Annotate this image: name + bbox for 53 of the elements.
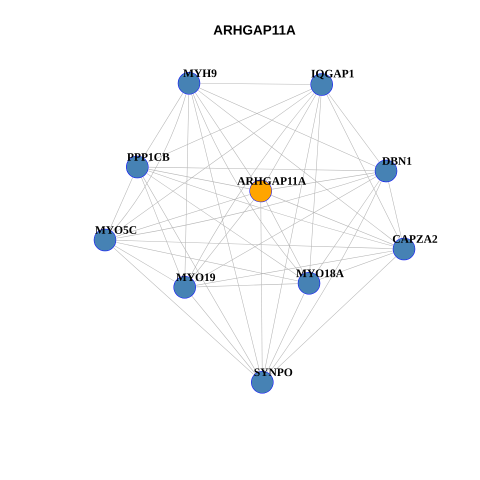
edge-line xyxy=(196,250,393,286)
edge-line xyxy=(146,173,300,278)
node-label: DBN1 xyxy=(382,157,412,165)
node-label: MYH9 xyxy=(183,69,216,78)
edge-line xyxy=(266,293,304,372)
edge-line xyxy=(260,202,262,372)
edge-line xyxy=(116,242,298,282)
edge-line xyxy=(320,252,394,280)
edge-line xyxy=(200,83,310,85)
edge-line xyxy=(264,96,320,372)
edge-line xyxy=(192,296,256,374)
edge-line xyxy=(114,90,313,234)
edge-line xyxy=(271,195,394,245)
node-label: PPP1CB xyxy=(127,153,170,161)
edge-line xyxy=(194,176,376,282)
edge-line xyxy=(196,283,298,288)
edge-line xyxy=(268,181,382,374)
edge-line xyxy=(143,92,184,158)
edge-line xyxy=(113,247,254,375)
chart-title: ARHGAP11A xyxy=(214,25,296,35)
node-label: CAPZA2 xyxy=(392,235,438,243)
node-label: IQGAP1 xyxy=(311,70,354,80)
edge-line xyxy=(328,93,380,162)
edge-line xyxy=(315,180,380,274)
edge-line xyxy=(192,200,254,279)
edge-line xyxy=(116,174,376,238)
edge-line xyxy=(141,177,181,277)
edge-line xyxy=(116,194,250,237)
edge-line xyxy=(112,94,186,232)
edge-line xyxy=(148,168,250,190)
edge-line xyxy=(148,88,312,163)
edge-line xyxy=(272,172,375,190)
edge-line xyxy=(148,170,394,246)
node-label: MYO19 xyxy=(176,273,216,282)
node-label: ARHGAP11A xyxy=(237,177,306,185)
edge-line xyxy=(198,90,396,242)
edge-line xyxy=(114,246,176,282)
edge-line xyxy=(195,92,255,182)
edge-line xyxy=(191,94,260,372)
edge-line xyxy=(184,94,190,276)
node-label: SYNPO xyxy=(254,368,292,376)
edge-line xyxy=(270,256,396,375)
edge-line xyxy=(148,166,375,172)
edge-line xyxy=(266,200,304,274)
edge-line xyxy=(109,177,133,230)
edge-line xyxy=(309,96,322,272)
node-label: MYO18A xyxy=(296,269,344,278)
edge-line xyxy=(199,88,376,167)
node-label: MYO5C xyxy=(95,226,136,234)
edge-line xyxy=(116,240,393,249)
edge-line xyxy=(388,182,402,238)
edge-line xyxy=(326,94,400,239)
edge-line xyxy=(266,94,316,182)
